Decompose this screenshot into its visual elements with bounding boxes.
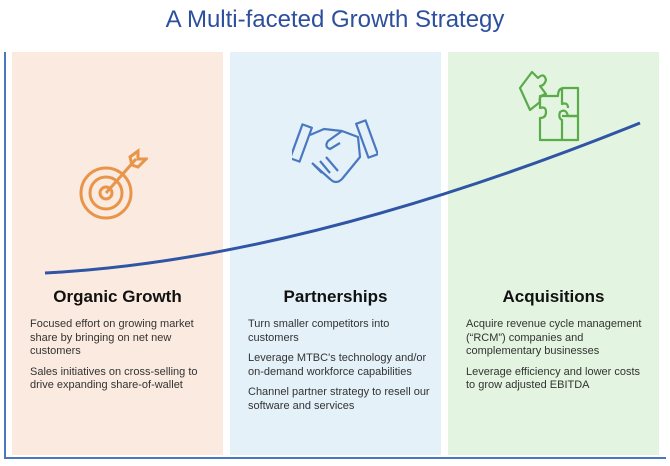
column-acquisitions: Acquisitions Acquire revenue cycle manag…: [448, 52, 659, 455]
bullet-item: Acquire revenue cycle management (“RCM”)…: [466, 318, 642, 357]
bullet-item: Sales initiatives on cross-selling to dr…: [30, 365, 198, 392]
column-partnerships: Partnerships Turn smaller competitors in…: [230, 52, 441, 455]
column-organic-growth: Organic Growth Focused effort on growing…: [12, 52, 223, 455]
bullet-list: Focused effort on growing market share b…: [30, 318, 213, 400]
bullet-list: Turn smaller competitors into customers …: [248, 318, 431, 420]
target-icon: [79, 148, 148, 220]
puzzle-icon: [518, 70, 580, 142]
frame-left-border: [4, 52, 6, 459]
bullet-item: Leverage efficiency and lower costs to g…: [466, 365, 641, 392]
column-heading: Partnerships: [283, 287, 388, 306]
bullet-item: Focused effort on growing market share b…: [30, 318, 194, 357]
bullet-item: Leverage MTBC's technology and/or on-dem…: [248, 352, 427, 378]
handshake-icon: [292, 119, 378, 184]
bullet-item: Channel partner strategy to resell our s…: [248, 386, 430, 412]
frame-bottom-border: [4, 457, 666, 459]
column-heading: Acquisitions: [502, 287, 605, 306]
bullet-list: Acquire revenue cycle management (“RCM”)…: [466, 318, 649, 400]
column-heading: Organic Growth: [53, 287, 182, 306]
bullet-item: Turn smaller competitors into customers: [248, 318, 390, 344]
slide-title: A Multi-faceted Growth Strategy: [165, 6, 505, 33]
